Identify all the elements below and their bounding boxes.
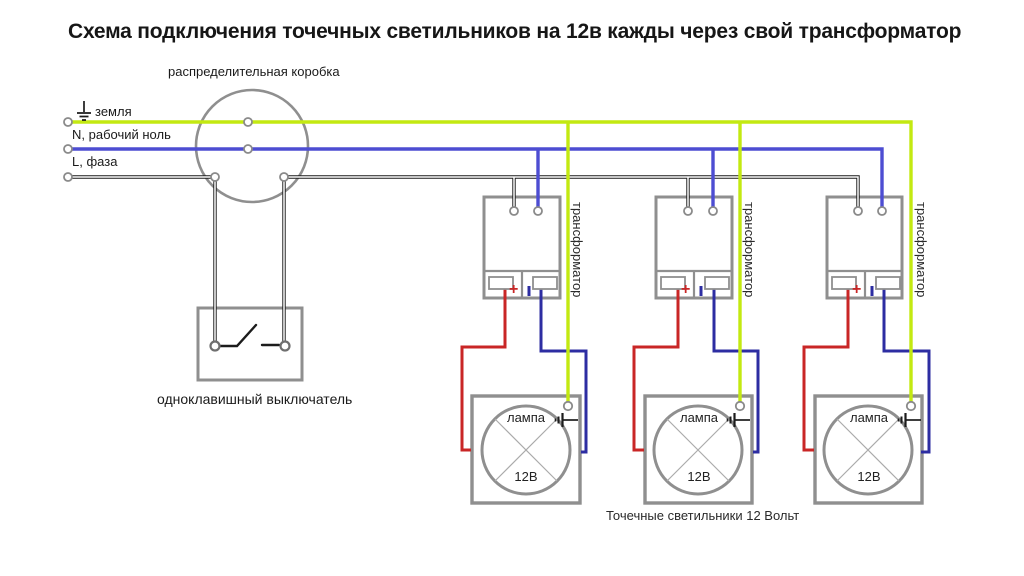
lamp-label-1: лампа	[506, 410, 546, 425]
lamp-label-3: лампа	[849, 410, 889, 425]
lamp-earth-symbol-3	[897, 413, 921, 427]
lamp-voltage-3: 12В	[857, 469, 881, 484]
lamp-voltage-1: 12В	[514, 469, 538, 484]
plus-mark-1: +	[509, 281, 519, 298]
neutral-wire	[68, 147, 884, 208]
ground-label: земля	[95, 104, 132, 119]
lamp1-minus-wire	[539, 286, 588, 454]
transformer-label-3: трансформатор	[914, 202, 929, 298]
transformer-label-2: трансформатор	[742, 202, 757, 298]
switch-terminal-dots	[209, 340, 291, 352]
neutral-label: N, рабочий ноль	[72, 127, 171, 142]
switch-lever	[218, 323, 281, 348]
lamp3-minus-wire	[882, 286, 931, 454]
phase-wire-core	[68, 176, 859, 346]
lamp-box-3	[813, 394, 924, 505]
lamp2-minus-wire	[712, 286, 760, 454]
distribution-box-label: распределительная коробка	[168, 64, 340, 79]
earth-symbol	[77, 101, 91, 121]
lamp-earth-symbol-1	[554, 413, 578, 427]
lamp-cross-3	[836, 418, 900, 482]
lamp-cross-1	[494, 418, 558, 482]
distribution-box-circle	[194, 88, 310, 204]
switch-label: одноклавишный выключатель	[157, 391, 353, 407]
lamp-voltage-2: 12В	[687, 469, 711, 484]
ground-wire	[68, 120, 913, 403]
terminal-dots	[63, 117, 917, 412]
phase-label: L, фаза	[72, 154, 118, 169]
diagram-title: Схема подключения точечных светильников …	[68, 20, 962, 43]
transformer-label-1: трансформатор	[570, 202, 585, 298]
lamp3-plus-wire	[802, 286, 850, 452]
plus-mark-2: +	[681, 281, 691, 298]
plus-mark-3: +	[852, 281, 862, 298]
transformer-output-terminals	[488, 276, 901, 290]
lamp-label-2: лампа	[679, 410, 719, 425]
lamp2-plus-wire	[632, 286, 680, 452]
lamp-cross-2	[666, 418, 730, 482]
lamp1-plus-wire	[460, 286, 507, 452]
lamp-earth-symbol-2	[726, 413, 750, 427]
footer-label: Точечные светильники 12 Вольт	[606, 508, 800, 523]
